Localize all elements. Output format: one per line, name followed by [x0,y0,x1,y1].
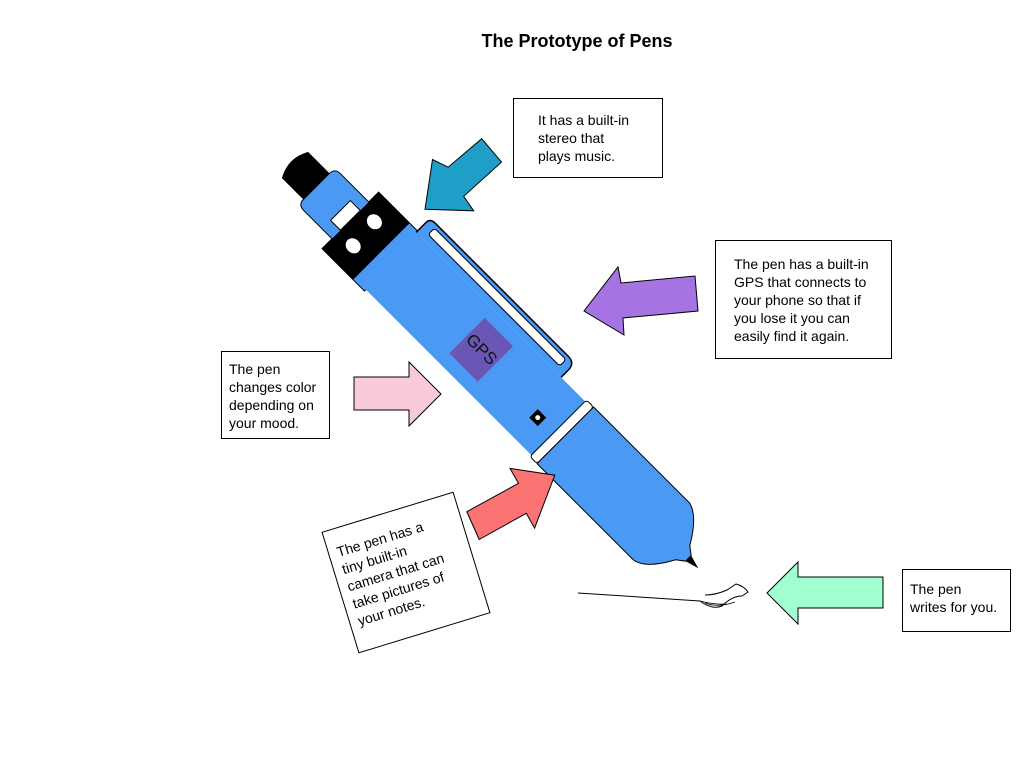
callout-mood-line: The pen [229,361,281,377]
arrow-stereo [424,137,503,212]
callout-stereo-line: plays music. [538,148,616,164]
callout-stereo: It has a built-in stereo that plays musi… [513,98,663,178]
stereo-speaker-icon-2 [345,238,361,254]
callout-writes-line: writes for you. [910,599,998,615]
callout-mood: The pen changes color depending on your … [221,351,330,439]
stereo-speaker-icon [366,214,382,230]
arrow-mood [353,360,442,428]
callout-gps-line: your phone so that if [734,292,861,308]
callout-stereo-line: It has a built-in [538,112,630,128]
arrow-camera [466,467,556,541]
callout-stereo-line: stereo that [538,130,605,146]
callout-mood-line: changes color [229,379,317,395]
gps-patch-icon: GPS [449,317,513,382]
callout-gps-line: The pen has a built-in [734,256,869,272]
arrow-writes [766,560,884,626]
pen-tip [685,555,699,569]
callout-writes-line: The pen [910,581,962,597]
callout-gps: The pen has a built-in GPS that connects… [715,240,892,359]
pen: GPS [281,151,699,569]
diagram-title: The Prototype of Pens [481,31,673,51]
callout-gps-line: easily find it again. [734,328,850,344]
hand-icon [577,583,749,608]
stereo-slot [329,199,361,231]
pen-cap [281,151,331,201]
callout-mood-line: depending on [229,397,314,413]
callout-gps-line: you lose it you can [734,310,850,326]
pen-lower-grip [536,406,695,565]
arrow-gps [583,265,699,336]
callout-writes: The pen writes for you. [902,569,1011,632]
callout-mood-line: your mood. [229,415,300,431]
stereo-band [322,192,410,280]
callout-gps-line: GPS that connects to [734,274,867,290]
